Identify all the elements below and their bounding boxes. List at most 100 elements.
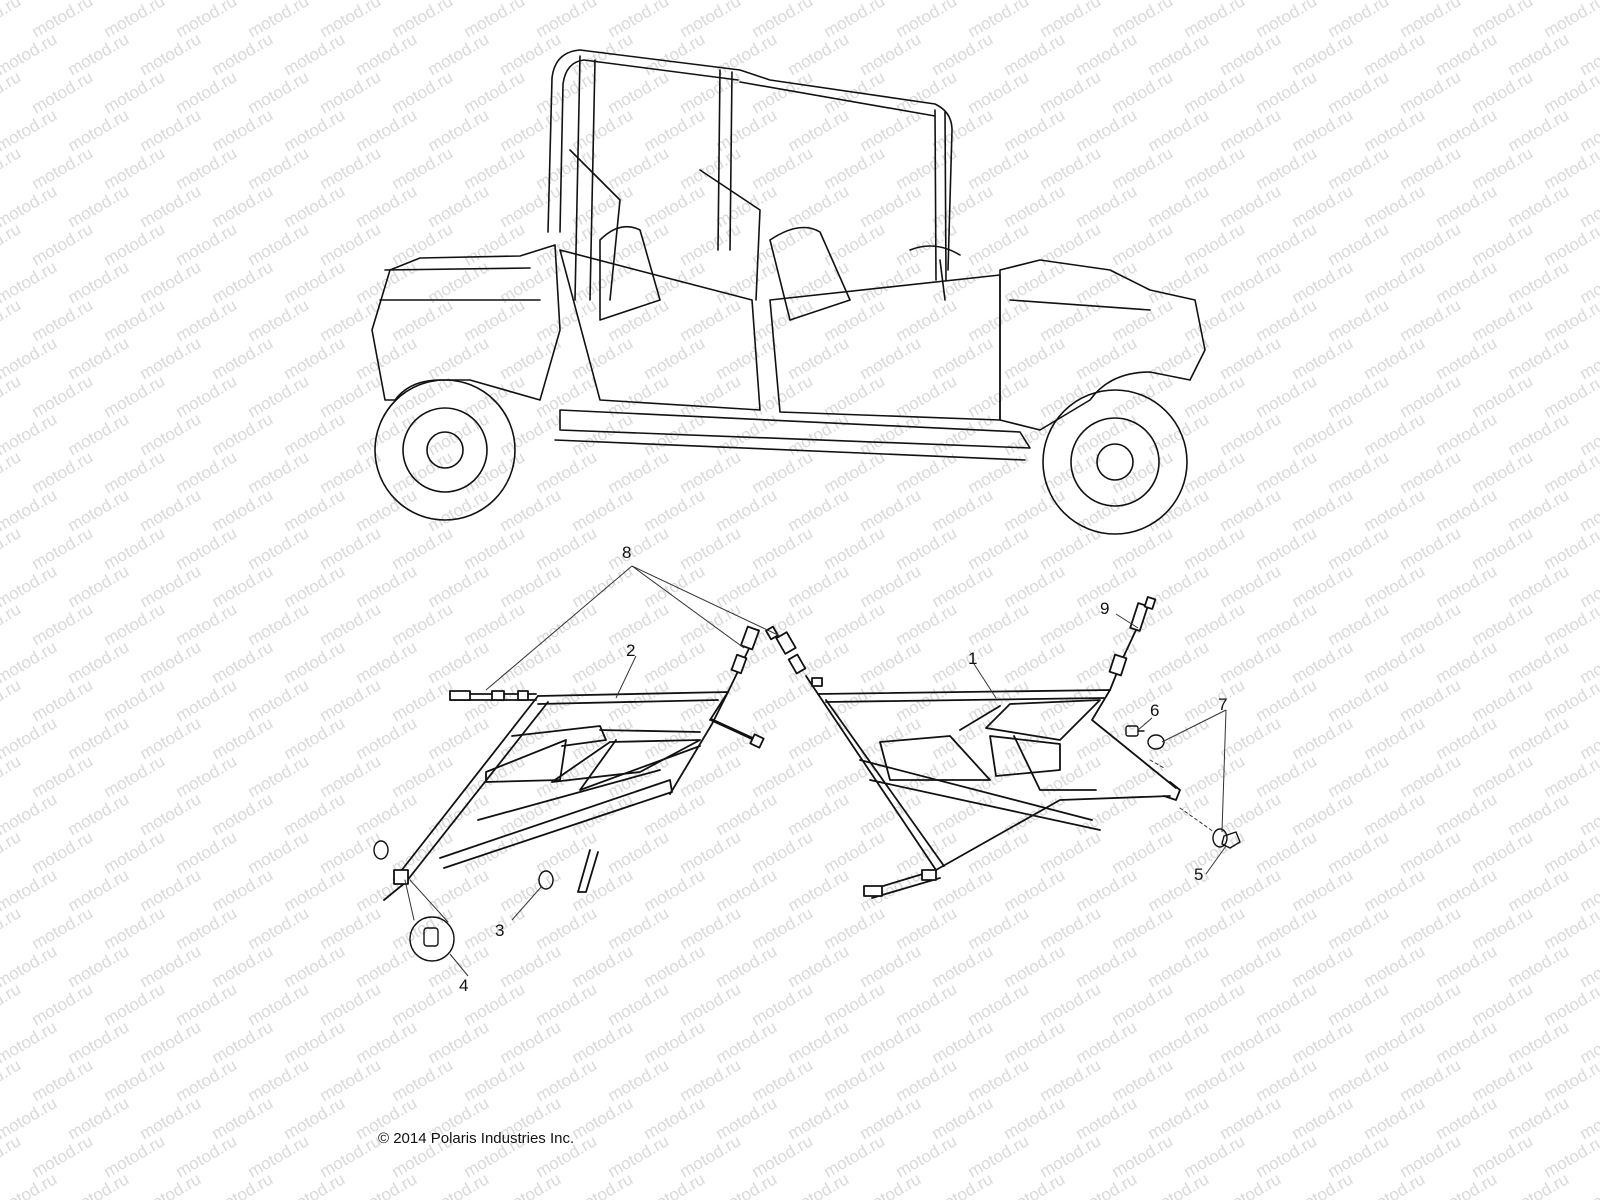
watermark-text: motod.ru: [1397, 675, 1465, 725]
watermark-text: motod.ru: [929, 485, 997, 535]
watermark-text: motod.ru: [1361, 409, 1429, 459]
watermark-text: motod.ru: [1397, 827, 1465, 877]
watermark-text: motod.ru: [353, 1169, 421, 1200]
watermark-text: motod.ru: [29, 979, 97, 1029]
watermark-text: motod.ru: [1469, 67, 1537, 117]
watermark-text: motod.ru: [209, 333, 277, 383]
watermark-text: motod.ru: [1181, 979, 1249, 1029]
watermark-text: motod.ru: [821, 979, 889, 1029]
watermark-text: motod.ru: [641, 1169, 709, 1200]
watermark-text: motod.ru: [317, 371, 385, 421]
watermark-text: motod.ru: [1361, 181, 1429, 231]
callout-1: 1: [968, 649, 977, 668]
watermark-text: motod.ru: [353, 637, 421, 687]
watermark-text: motod.ru: [569, 941, 637, 991]
nut-item-5: [1221, 831, 1241, 849]
watermark-text: motod.ru: [569, 1017, 637, 1067]
watermark-text: motod.ru: [1037, 599, 1105, 649]
watermark-text: motod.ru: [0, 903, 24, 953]
watermark-text: motod.ru: [1073, 1017, 1141, 1067]
watermark-text: motod.ru: [1037, 979, 1105, 1029]
watermark-text: motod.ru: [173, 675, 241, 725]
watermark-text: motod.ru: [605, 1131, 673, 1181]
watermark-text: motod.ru: [929, 105, 997, 155]
watermark-text: motod.ru: [1397, 143, 1465, 193]
door-frame-left: [383, 625, 765, 901]
watermark-text: motod.ru: [533, 675, 601, 725]
watermark-text: motod.ru: [1397, 751, 1465, 801]
watermark-text: motod.ru: [1073, 257, 1141, 307]
vehicle-side-view: [371, 49, 1206, 535]
watermark-text: motod.ru: [713, 713, 781, 763]
watermark-text: motod.ru: [245, 827, 313, 877]
watermark-text: motod.ru: [641, 789, 709, 839]
watermark-text: motod.ru: [1109, 751, 1177, 801]
watermark-text: motod.ru: [389, 979, 457, 1029]
watermark-text: motod.ru: [1109, 1055, 1177, 1105]
watermark-text: motod.ru: [1361, 105, 1429, 155]
watermark-text: motod.ru: [1037, 903, 1105, 953]
watermark-text: motod.ru: [1397, 295, 1465, 345]
watermark-text: motod.ru: [389, 599, 457, 649]
leader-lines: [449, 565, 1227, 977]
watermark-text: motod.ru: [0, 143, 24, 193]
watermark-text: motod.ru: [389, 447, 457, 497]
watermark-text: motod.ru: [1505, 713, 1573, 763]
watermark-text: motod.ru: [1145, 181, 1213, 231]
watermark-text: motod.ru: [1253, 371, 1321, 421]
watermark-text: motod.ru: [29, 1131, 97, 1181]
watermark-text: motod.ru: [1001, 941, 1069, 991]
watermark-text: motod.ru: [1361, 1169, 1429, 1200]
watermark-text: motod.ru: [713, 105, 781, 155]
watermark-text: motod.ru: [173, 295, 241, 345]
watermark-text: motod.ru: [929, 789, 997, 839]
watermark-text: motod.ru: [209, 713, 277, 763]
watermark-text: motod.ru: [1073, 29, 1141, 79]
watermark-text: motod.ru: [0, 295, 24, 345]
watermark-text: motod.ru: [1217, 181, 1285, 231]
watermark-text: motod.ru: [1469, 827, 1537, 877]
washer-item-3b: [538, 870, 554, 890]
watermark-text: motod.ru: [533, 979, 601, 1029]
watermark-text: motod.ru: [1505, 409, 1573, 459]
watermark-text: motod.ru: [1433, 1169, 1501, 1200]
watermark-text: motod.ru: [245, 523, 313, 573]
watermark-text: motod.ru: [1505, 637, 1573, 687]
watermark-text: motod.ru: [569, 29, 637, 79]
watermark-text: motod.ru: [785, 181, 853, 231]
watermark-text: motod.ru: [893, 599, 961, 649]
watermark-text: motod.ru: [1541, 979, 1600, 1029]
watermark-text: motod.ru: [749, 903, 817, 953]
watermark-text: motod.ru: [137, 941, 205, 991]
watermark-text: motod.ru: [1505, 1017, 1573, 1067]
watermark-text: motod.ru: [1253, 523, 1321, 573]
watermark-text: motod.ru: [821, 903, 889, 953]
watermark-text: motod.ru: [569, 713, 637, 763]
watermark-text: motod.ru: [1505, 561, 1573, 611]
watermark-text: motod.ru: [1217, 1093, 1285, 1143]
watermark-text: motod.ru: [0, 447, 24, 497]
watermark-text: motod.ru: [1289, 1017, 1357, 1067]
watermark-text: motod.ru: [245, 675, 313, 725]
watermark-text: motod.ru: [1217, 105, 1285, 155]
watermark-text: motod.ru: [461, 979, 529, 1029]
watermark-text: motod.ru: [65, 561, 133, 611]
watermark-text: motod.ru: [533, 143, 601, 193]
watermark-text: motod.ru: [1469, 1055, 1537, 1105]
watermark-text: motod.ru: [749, 979, 817, 1029]
watermark-text: motod.ru: [1289, 29, 1357, 79]
watermark-text: motod.ru: [317, 143, 385, 193]
watermark-text: motod.ru: [965, 447, 1033, 497]
watermark-text: motod.ru: [929, 713, 997, 763]
watermark-text: motod.ru: [497, 637, 565, 687]
watermark-text: motod.ru: [1181, 599, 1249, 649]
watermark-text: motod.ru: [317, 675, 385, 725]
watermark-text: motod.ru: [785, 865, 853, 915]
watermark-text: motod.ru: [1217, 713, 1285, 763]
watermark-text: motod.ru: [1433, 1093, 1501, 1143]
watermark-text: motod.ru: [1001, 865, 1069, 915]
callout-7: 7: [1218, 695, 1227, 714]
watermark-text: motod.ru: [857, 1169, 925, 1200]
watermark-text: motod.ru: [1361, 865, 1429, 915]
